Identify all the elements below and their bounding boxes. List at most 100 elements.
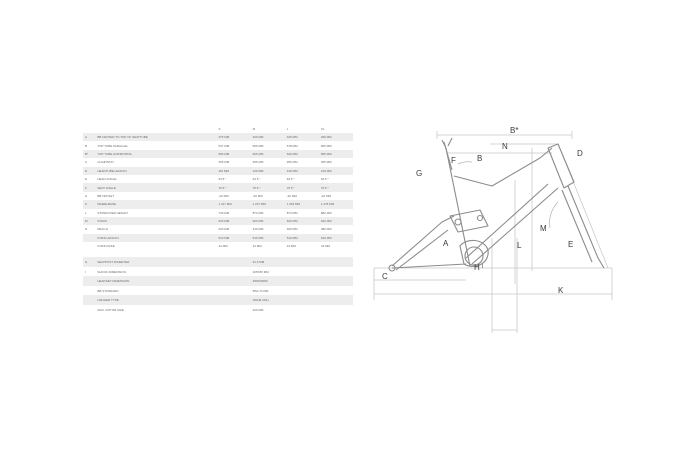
size-header: XL bbox=[320, 127, 325, 131]
dimension-label: HEADTUBE LENGTH bbox=[94, 166, 217, 175]
label-b: B bbox=[477, 154, 482, 163]
dimension-value: 64.5 ° bbox=[286, 177, 295, 182]
dimension-code: B* bbox=[83, 149, 95, 159]
dimension-value: 882 MM bbox=[320, 210, 332, 215]
label-g: G bbox=[416, 169, 422, 178]
dimension-label: BB OFFSET bbox=[97, 193, 115, 198]
dimension-value: 375 MM bbox=[216, 133, 251, 142]
dimension-code: B bbox=[85, 143, 88, 148]
dimension-value: 140 MM bbox=[318, 166, 353, 175]
label-f: F bbox=[451, 156, 456, 165]
dimension-value: 44 MM bbox=[286, 244, 296, 249]
dimension-value: 44 MM bbox=[252, 244, 262, 249]
dimension-label: FORK LENGTH bbox=[94, 233, 217, 243]
dimension-value: 64.5 ° bbox=[320, 177, 329, 182]
angle-arcs bbox=[457, 161, 559, 229]
dimension-value: 642 MM bbox=[318, 216, 353, 226]
dimension-value: 510 MM bbox=[318, 233, 353, 243]
dimension-label: REACH bbox=[97, 227, 108, 232]
dimension-value: 480 MM bbox=[320, 227, 332, 232]
dimension-value: 749 MM bbox=[218, 210, 230, 215]
spec-value: 220 MM bbox=[252, 307, 264, 312]
dimension-value: 460 MM bbox=[286, 227, 298, 232]
dimension-value: 569 MM bbox=[252, 143, 264, 148]
label-l: L bbox=[517, 241, 522, 250]
dimension-value: 75.5 ° bbox=[284, 183, 319, 192]
spec-value: SRAM UDH bbox=[250, 295, 353, 305]
dimension-value: 120 MM bbox=[250, 166, 285, 175]
dimension-value: 44 MM bbox=[320, 244, 330, 249]
dimension-code: H bbox=[85, 193, 88, 198]
spec-value: 31,6 MM bbox=[250, 257, 353, 267]
label-b-star: B* bbox=[510, 126, 518, 135]
table-header-row: S M L XL bbox=[83, 125, 353, 133]
dimension-label: SEAT ANGLE bbox=[94, 183, 217, 192]
dimension-code bbox=[83, 233, 95, 243]
dimension-value: 450 MM bbox=[318, 133, 353, 142]
dimension-value: 130 MM bbox=[284, 166, 319, 175]
spec-value: 205X65 MM bbox=[252, 269, 269, 274]
size-header: S bbox=[218, 127, 221, 131]
dimension-value: 655 MM bbox=[318, 149, 353, 159]
label-a: A bbox=[443, 239, 449, 248]
dimension-value: 425 MM bbox=[284, 133, 319, 142]
label-c: C bbox=[382, 272, 388, 281]
dimension-value: 64.5 ° bbox=[252, 177, 261, 182]
dimension-value: 420 MM bbox=[218, 227, 230, 232]
spec-label: SHOCK DIMENSION bbox=[97, 269, 126, 274]
label-i: I bbox=[482, 264, 483, 270]
dimension-label: TOP TUBE HORIZONTAL bbox=[94, 149, 217, 159]
dimension-value: 510 MM bbox=[284, 233, 319, 243]
label-n: N bbox=[502, 142, 508, 151]
label-m: M bbox=[540, 224, 547, 233]
spec-row: MAX. ROTOR SIZE 220 MM bbox=[83, 305, 353, 315]
dimension-value: 624 MM bbox=[250, 216, 285, 226]
dimension-value: 630 MM bbox=[284, 149, 319, 159]
dimension-value: 510 MM bbox=[250, 233, 285, 243]
dimension-value: 455 MM bbox=[320, 160, 332, 165]
dimension-label: WHEELBASE bbox=[94, 200, 217, 209]
dimension-value: 64.5 ° bbox=[218, 177, 227, 182]
size-header: M bbox=[252, 127, 256, 131]
dimension-label: HEAD ANGLE bbox=[97, 177, 117, 182]
dimension-value: 633 MM bbox=[284, 216, 319, 226]
bike-geometry-diagram: B* N B D F G M E A L H I C K bbox=[373, 126, 613, 333]
dimension-label: CHAINSTAY bbox=[97, 160, 115, 165]
dimension-value: 110 MM bbox=[216, 166, 251, 175]
dimension-value: 605 MM bbox=[320, 143, 332, 148]
dimension-label: STACK bbox=[94, 216, 217, 226]
dimension-value: -20 MM bbox=[286, 193, 297, 198]
dimension-value: 583 MM bbox=[216, 149, 251, 159]
dimension-value: 75.5 ° bbox=[250, 183, 285, 192]
spec-value: BSA 73 MM bbox=[252, 288, 269, 293]
dimension-value: 455 MM bbox=[218, 160, 230, 165]
spec-label: MAX. ROTOR SIZE bbox=[97, 307, 124, 312]
dimension-value: 1 217 MM bbox=[216, 200, 251, 209]
spec-label: SEATPOST DIAMETER bbox=[94, 257, 251, 267]
spec-label: HANGER TYPE bbox=[94, 295, 251, 305]
dimension-code: N bbox=[85, 227, 88, 232]
dimension-value: 455 MM bbox=[252, 160, 264, 165]
table-separator bbox=[83, 250, 353, 258]
dimension-labels: B* N B D F G M E A L H I C K bbox=[382, 126, 583, 295]
dimension-value: 605 MM bbox=[250, 149, 285, 159]
dimension-code: C bbox=[85, 160, 88, 165]
spec-code bbox=[83, 276, 95, 286]
size-header: L bbox=[286, 127, 289, 131]
spec-code bbox=[83, 305, 94, 315]
dimension-value: 615 MM bbox=[216, 216, 251, 226]
label-d: D bbox=[577, 149, 583, 158]
dimension-value: -20 MM bbox=[218, 193, 229, 198]
